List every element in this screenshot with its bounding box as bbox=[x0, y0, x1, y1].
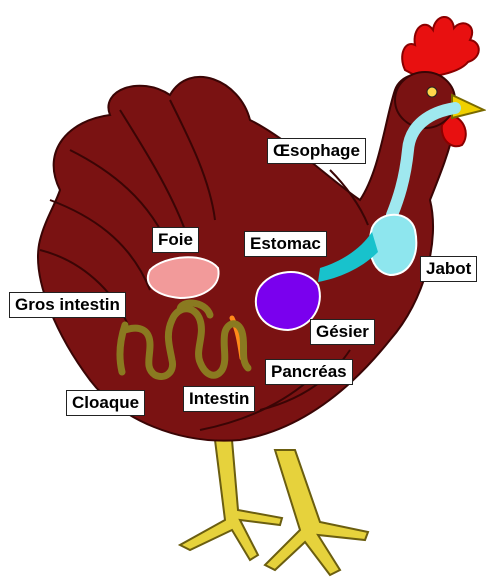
label-estomac: Estomac bbox=[244, 231, 327, 257]
label-pancreas: Pancréas bbox=[265, 359, 353, 385]
label-jabot: Jabot bbox=[420, 256, 477, 282]
legs bbox=[180, 440, 368, 575]
label-intestin: Intestin bbox=[183, 386, 255, 412]
jabot bbox=[370, 215, 417, 275]
label-gesier: Gésier bbox=[310, 319, 375, 345]
comb bbox=[402, 17, 479, 78]
label-foie: Foie bbox=[152, 227, 199, 253]
label-gros-intestin: Gros intestin bbox=[9, 292, 126, 318]
label-oesophage: Œsophage bbox=[267, 138, 366, 164]
foie bbox=[148, 257, 219, 298]
eye bbox=[427, 87, 437, 97]
label-cloaque: Cloaque bbox=[66, 390, 145, 416]
